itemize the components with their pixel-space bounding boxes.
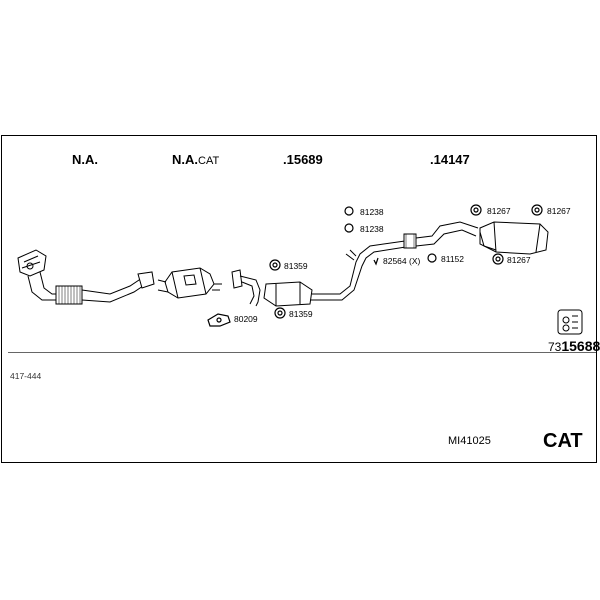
- front-pipe: [17, 249, 155, 305]
- catalytic-converter: [157, 267, 222, 299]
- part-label-81267: 81267: [507, 255, 531, 265]
- part-label-81238: 81238: [360, 224, 384, 234]
- model-code: MI41025: [448, 435, 491, 447]
- part-label-81359: 81359: [284, 261, 308, 271]
- reference-main: 15688: [561, 338, 600, 354]
- reference-icon: [557, 309, 583, 335]
- header-15689: .15689: [283, 152, 323, 167]
- rubber-hanger-icon: [269, 259, 281, 271]
- section-divider: [8, 352, 596, 353]
- part-label-80209: 80209: [234, 314, 258, 324]
- diagram-frame: [1, 135, 597, 463]
- part-label-81359: 81359: [289, 309, 313, 319]
- part-label-81238: 81238: [360, 207, 384, 217]
- rubber-hanger-icon: [274, 307, 286, 319]
- rubber-hanger-icon: [470, 204, 482, 216]
- part-label-81267: 81267: [547, 206, 571, 216]
- rear-silencer: [403, 221, 549, 255]
- part-label-82564: 82564 (X): [383, 256, 421, 266]
- part-label-81267: 81267: [487, 206, 511, 216]
- clamp-icon: [373, 257, 379, 266]
- ring-icon: [344, 206, 354, 216]
- gasket-icon: [207, 313, 231, 327]
- reference-number: 7315688: [548, 338, 600, 354]
- reference-prefix: 73: [548, 340, 562, 354]
- header-na-cat-main: N.A.: [172, 152, 198, 167]
- part-label-81152: 81152: [441, 254, 465, 264]
- ring-icon: [344, 223, 354, 233]
- header-na-cat: N.A.CAT: [172, 152, 219, 167]
- header-na-cat-suffix: CAT: [198, 155, 220, 167]
- gasket-ring-icon: [427, 253, 437, 263]
- rubber-hanger-icon: [492, 253, 504, 265]
- rubber-hanger-icon: [531, 204, 543, 216]
- middle-silencer: [231, 239, 413, 307]
- header-14147: .14147: [430, 152, 470, 167]
- type-label: CAT: [543, 430, 583, 452]
- range-label: 417-444: [10, 371, 42, 381]
- header-na: N.A.: [72, 152, 98, 167]
- hanger-icons: [207, 204, 543, 327]
